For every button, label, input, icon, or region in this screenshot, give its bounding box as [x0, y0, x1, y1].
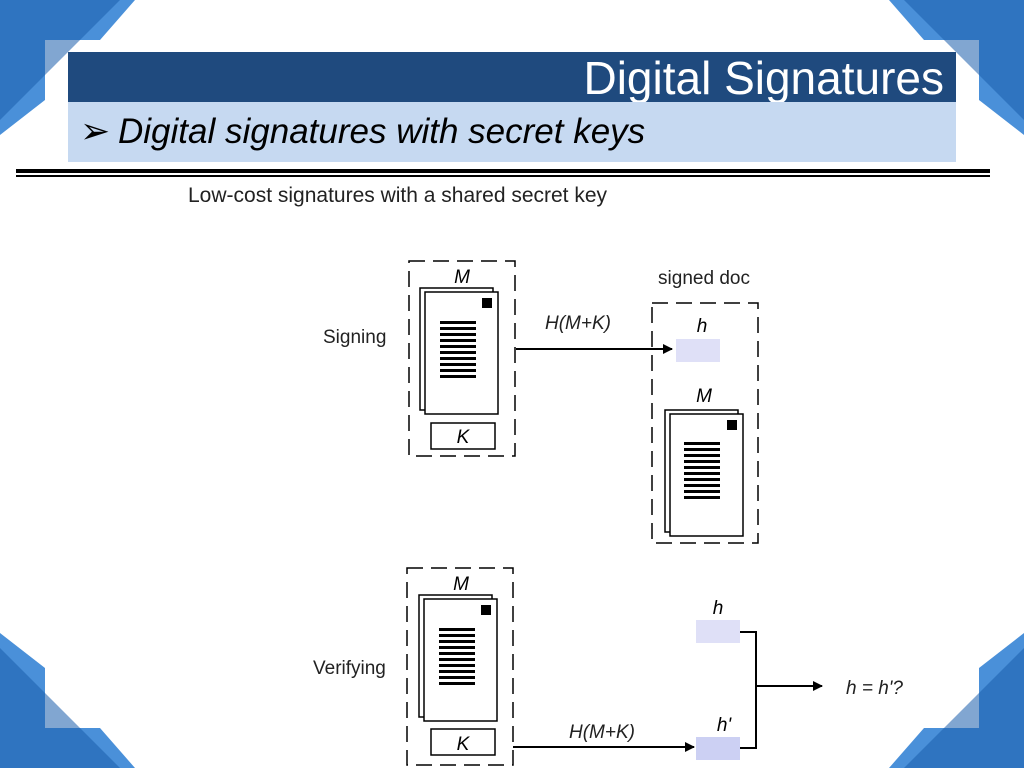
verifying-document-icon	[418, 594, 498, 722]
verifying-label: Verifying	[313, 658, 386, 679]
signed-doc-hash-label: h	[697, 316, 708, 337]
verifying-key-label: K	[457, 734, 471, 755]
diagram-caption: Low-cost signatures with a shared secret…	[188, 184, 608, 207]
verifying-hash-box	[696, 620, 740, 643]
corner-top-left	[0, 0, 135, 135]
signed-doc-dashed-box	[651, 302, 759, 544]
signed-document-icon	[664, 409, 744, 537]
bullet-arrow-icon: ➢	[80, 111, 111, 152]
verifying-hash-function: H(M+K)	[569, 722, 635, 743]
title-divider-thick	[16, 169, 990, 173]
slide-subtitle: Digital signatures with secret keys	[118, 112, 646, 151]
verifying-hash-label: h	[713, 598, 724, 619]
slide-title: Digital Signatures	[583, 52, 944, 104]
signing-key-box	[430, 422, 496, 450]
verifying-key-box	[430, 728, 496, 756]
signed-doc-hash-box	[676, 339, 720, 362]
comparison-text: h = h'?	[846, 678, 903, 699]
title-bar: Digital Signatures	[68, 52, 956, 104]
title-divider-thin	[16, 175, 990, 177]
signing-document-icon	[419, 287, 499, 415]
corner-bottom-left	[0, 633, 135, 768]
computed-hash-label: h'	[717, 715, 733, 736]
comparison-bracket	[740, 631, 757, 749]
corner-bottom-right	[889, 633, 1024, 768]
subtitle-bar: ➢ Digital signatures with secret keys	[68, 102, 956, 162]
computed-hash-box	[696, 737, 740, 760]
verifying-input-dashed-box	[406, 567, 514, 766]
signing-key-label: K	[457, 427, 471, 448]
verifying-message-label: M	[453, 574, 469, 595]
signing-hash-function: H(M+K)	[545, 313, 611, 334]
corner-top-right	[889, 0, 1024, 135]
signed-doc-message-label: M	[696, 386, 712, 407]
signing-message-label: M	[454, 267, 470, 288]
signing-label: Signing	[323, 327, 386, 348]
signed-doc-label: signed doc	[658, 268, 750, 289]
signing-input-dashed-box	[408, 260, 516, 457]
